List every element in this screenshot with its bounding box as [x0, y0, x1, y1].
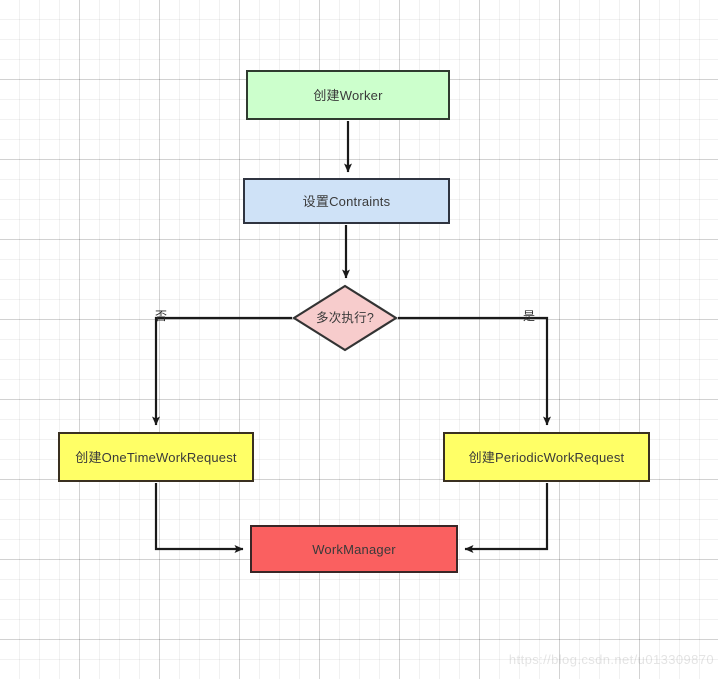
node-create-onetime-workrequest-label: 创建OneTimeWorkRequest: [75, 449, 237, 465]
node-set-constraints[interactable]: 设置Contraints: [243, 178, 450, 224]
edge-onetime-to-workmanager: [154, 483, 244, 553]
edge-decision-no-to-onetime: [152, 316, 292, 426]
node-decision-repeat[interactable]: 多次执行?: [292, 284, 398, 352]
edge-decision-yes-to-periodic: [398, 316, 551, 426]
diamond-shape-icon: [292, 284, 398, 352]
node-decision-repeat-label: 多次执行?: [316, 310, 374, 325]
node-create-worker-label: 创建Worker: [313, 87, 383, 103]
node-create-worker[interactable]: 创建Worker: [246, 70, 450, 120]
node-create-periodic-workrequest[interactable]: 创建PeriodicWorkRequest: [443, 432, 650, 482]
node-workmanager-label: WorkManager: [312, 541, 396, 557]
node-create-onetime-workrequest[interactable]: 创建OneTimeWorkRequest: [58, 432, 254, 482]
watermark-text: https://blog.csdn.net/u013309870: [508, 652, 714, 667]
node-workmanager[interactable]: WorkManager: [250, 525, 458, 573]
node-set-constraints-label: 设置Contraints: [302, 193, 391, 209]
edge-label-no: 否: [155, 309, 168, 323]
edge-periodic-to-workmanager: [464, 483, 549, 553]
node-create-periodic-workrequest-label: 创建PeriodicWorkRequest: [468, 449, 625, 465]
edge-label-yes: 是: [523, 309, 536, 323]
